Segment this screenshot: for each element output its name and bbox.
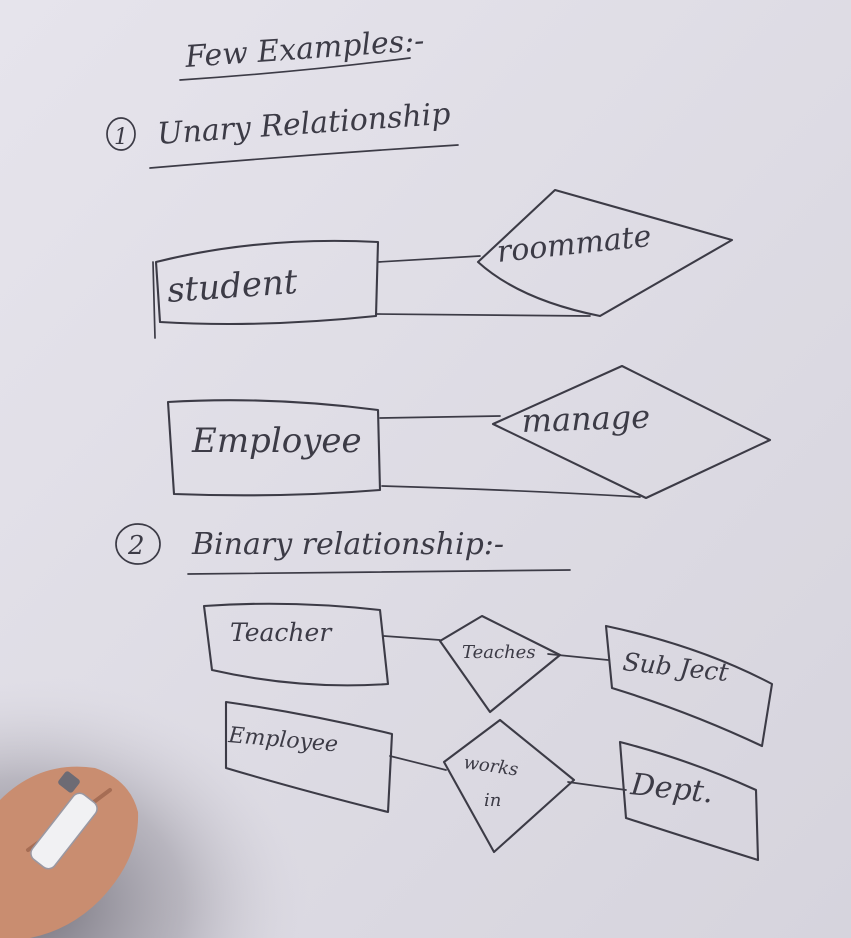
title-underline <box>179 57 411 81</box>
connector-employee-worksin <box>389 755 447 771</box>
relationship-label-teaches: Teaches <box>462 642 536 663</box>
unary-example-employee-manage: Employee manage <box>166 364 772 500</box>
relationship-diamond-manage <box>491 364 772 500</box>
connector-employee-manage-top <box>379 415 501 419</box>
connector-employee-manage-bottom <box>381 485 641 498</box>
hand-icon <box>0 766 139 938</box>
entity-label-dept: Dept. <box>628 767 715 811</box>
section-1-number: 1 <box>114 125 128 150</box>
entity-label-employee-unary: Employee <box>191 421 362 461</box>
connector-teacher-teaches <box>383 635 441 641</box>
entity-box-subject <box>604 624 774 748</box>
section-2-underline <box>187 569 571 575</box>
entity-box-teacher <box>202 602 390 687</box>
entity-box-dept <box>618 740 760 862</box>
marker-cap-icon <box>58 771 80 793</box>
relationship-diamond-roommate <box>476 188 734 318</box>
unary-example-student-roommate: student roommate <box>152 188 734 339</box>
entity-label-teacher: Teacher <box>230 618 333 647</box>
entity-box-employee-binary <box>224 700 394 814</box>
connector-student-roommate-top <box>377 255 481 263</box>
hand-with-marker <box>0 766 139 938</box>
entity-label-student: student <box>166 262 299 311</box>
entity-box-employee-unary <box>166 399 382 497</box>
connector-teaches-subject <box>547 653 609 661</box>
section-2-heading: 2 Binary relationship:- <box>115 523 571 575</box>
connector-student-roommate-bottom <box>375 313 591 317</box>
relationship-diamond-works-in <box>442 718 576 854</box>
entity-box-student <box>154 239 380 326</box>
section-1-number-circle <box>106 117 136 151</box>
section-1-underline <box>149 144 459 169</box>
relationship-label-in: in <box>484 790 501 811</box>
section-2-heading-text: Binary relationship:- <box>191 527 504 562</box>
connector-worksin-dept <box>567 781 627 791</box>
section-2-number-circle <box>115 523 161 565</box>
relationship-label-manage: manage <box>521 398 651 440</box>
entity-box-student-edge <box>152 261 156 339</box>
section-2-number: 2 <box>127 531 145 561</box>
marker-icon <box>30 792 98 870</box>
